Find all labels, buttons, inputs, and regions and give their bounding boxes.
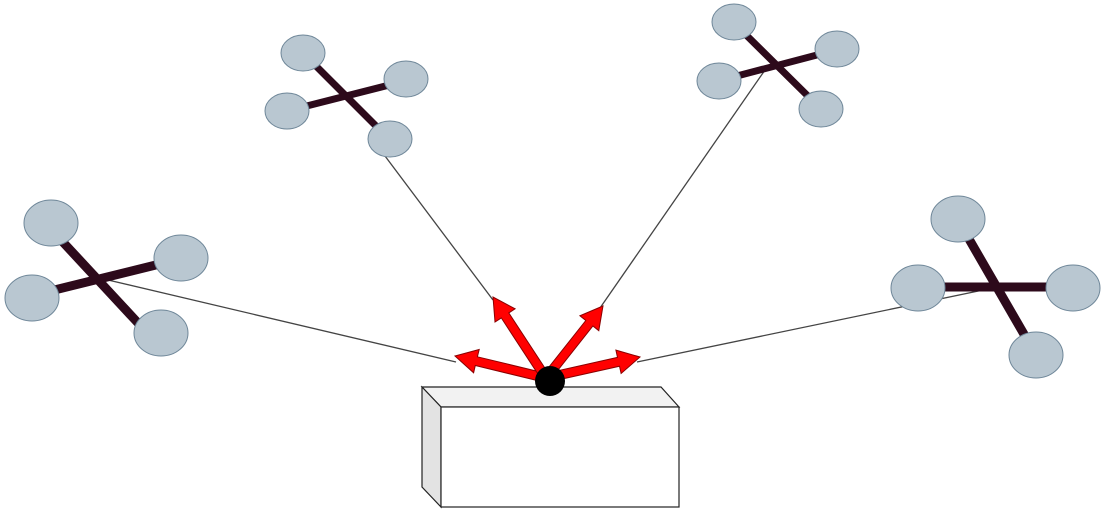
drone-upper-left-rotor-4 xyxy=(367,120,413,158)
drone-far-right xyxy=(890,195,1101,379)
payload-box xyxy=(420,385,681,509)
tether-upper-right xyxy=(599,69,766,309)
drone-far-left-rotor-2 xyxy=(153,234,209,282)
drones xyxy=(4,3,1101,379)
force-arrow-2 xyxy=(492,296,551,382)
drone-upper-right-rotor-4 xyxy=(798,90,844,128)
tethers xyxy=(107,69,989,363)
payload-box-front-face xyxy=(440,406,680,508)
drone-upper-left-rotor-1 xyxy=(280,34,326,72)
drone-upper-left-rotor-3 xyxy=(264,92,310,130)
drone-upper-right-rotor-3 xyxy=(696,62,742,100)
payload-box-side-face xyxy=(421,385,442,509)
drone-upper-right-rotor-1 xyxy=(711,3,757,41)
drone-upper-right xyxy=(696,3,860,128)
drone-far-right-rotor-4 xyxy=(1008,331,1064,379)
drone-far-left-rotor-1 xyxy=(23,199,79,247)
drone-upper-right-rotor-2 xyxy=(814,30,860,68)
drone-far-left-rotor-4 xyxy=(133,309,189,357)
tether-far-left xyxy=(107,279,457,363)
drone-far-right-rotor-1 xyxy=(930,195,986,243)
quadcopter-icon xyxy=(264,34,429,158)
drone-far-right-rotor-2 xyxy=(1045,264,1101,312)
drone-far-left-rotor-3 xyxy=(4,274,60,322)
drone-upper-left xyxy=(264,34,429,158)
drone-upper-left-rotor-2 xyxy=(383,60,429,98)
tether-upper-left xyxy=(381,151,494,301)
drone-far-right-rotor-3 xyxy=(890,264,946,312)
quadcopter-icon xyxy=(696,3,860,128)
quadcopter-icon xyxy=(4,199,209,357)
quadcopter-icon xyxy=(890,195,1101,379)
anchor-point-icon xyxy=(535,366,565,396)
drone-far-left xyxy=(4,199,209,357)
force-arrow-1 xyxy=(453,348,548,384)
